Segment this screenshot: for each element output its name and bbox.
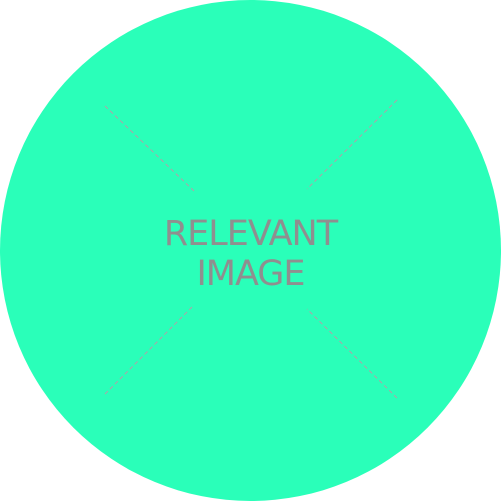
dashed-line-top-right bbox=[306, 99, 398, 190]
placeholder-label-line-1: RELEVANT bbox=[163, 214, 338, 254]
dashed-line-bottom-left bbox=[104, 304, 195, 395]
dashed-line-bottom-right bbox=[306, 308, 398, 399]
placeholder-label: RELEVANT IMAGE bbox=[0, 214, 501, 294]
dashed-line-top-left bbox=[104, 105, 195, 192]
placeholder-label-line-2: IMAGE bbox=[196, 254, 305, 294]
